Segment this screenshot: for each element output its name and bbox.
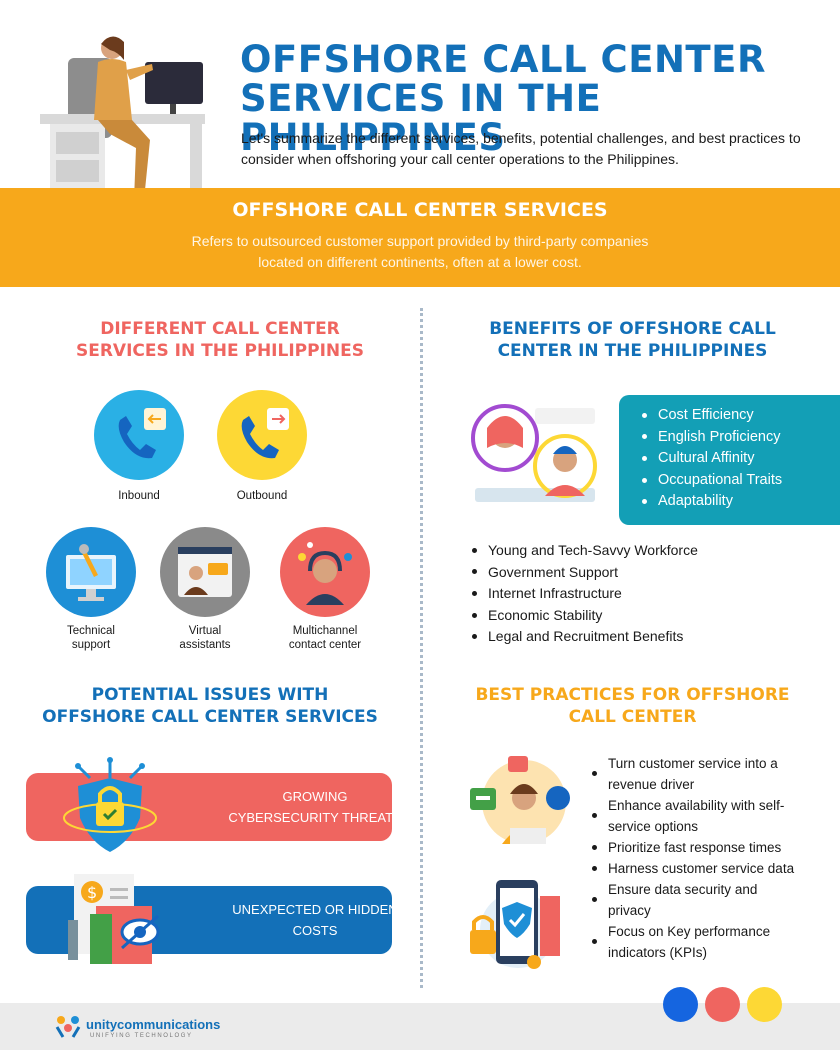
issue-1-line-2: CYBERSECURITY THREATS [228,810,402,825]
list-item-line-2: revenue driver [608,777,695,792]
list-item: Adaptability [640,491,782,513]
list-item-line-1: Turn customer service into a [608,756,778,771]
service-label-outbound: Outbound [236,490,288,502]
issues-title-line-1: POTENTIAL ISSUES WITH [91,685,329,705]
technical-label-line-2: support [71,639,111,651]
best-practices-title-line-1: BEST PRACTICES FOR OFFSHORE [475,685,790,705]
banner-title: OFFSHORE CALL CENTER SERVICES [232,199,608,221]
footer [0,1003,840,1050]
benefits-title-line-2: CENTER IN THE PHILIPPINES [497,341,768,361]
list-item: Ensure data security and privacy [590,879,830,921]
svg-text:$: $ [87,883,97,902]
brand-logo-icon [55,1016,81,1038]
list-item: Cost Efficiency [640,405,782,427]
decorative-dot-blue [663,987,698,1022]
best-practices-list: Turn customer service into a revenue driv… [590,753,830,963]
service-label-virtual-assistants: Virtual assistants [160,624,250,652]
list-item-line-1: Focus on Key performance [608,924,771,939]
list-item-line-1: Harness customer service data [608,861,795,876]
more-benefits-list: Young and Tech-Savvy Workforce Governmen… [470,540,698,648]
list-item: Turn customer service into a revenue driv… [590,753,830,795]
list-item: Cultural Affinity [640,448,782,470]
list-item-line-2: indicators (KPIs) [608,945,708,960]
phone-outgoing-icon [217,390,307,480]
list-item: Economic Stability [470,605,698,627]
issue-2-line-1: UNEXPECTED OR HIDDEN [232,902,398,917]
virtual-label-line-2: assistants [179,639,231,651]
list-item: Harness customer service data [590,858,830,879]
list-item: Focus on Key performance indicators (KPIs… [590,921,830,963]
headset-agent-icon [280,527,370,617]
virtual-label-line-1: Virtual [188,625,222,637]
list-item-line-1: Prioritize fast response times [608,840,782,855]
banner-text-line-1: Refers to outsourced customer support pr… [191,233,649,249]
support-agent-illustration [470,756,570,844]
list-item-line-2: service options [608,819,699,834]
services-title: DIFFERENT CALL CENTER SERVICES IN THE PH… [30,318,410,362]
key-benefits-box [619,395,840,525]
benefits-title-line-1: BENEFITS OF OFFSHORE CALL [489,319,776,339]
security-phone-illustration [470,880,560,969]
page-title-line-1: OFFSHORE CALL CENTER [240,38,766,81]
issues-title: POTENTIAL ISSUES WITH OFFSHORE CALL CENT… [20,684,400,728]
decorative-dot-yellow [747,987,782,1022]
services-title-line-2: SERVICES IN THE PHILIPPINES [75,341,364,361]
video-call-icon [160,527,250,617]
service-label-inbound: Inbound [118,490,160,502]
shield-lock-icon [63,757,157,852]
chat-agents-illustration [471,404,597,502]
list-item-line-2: privacy [608,903,651,918]
list-item: Government Support [470,562,698,584]
decorative-dot-red [705,987,740,1022]
list-item: Legal and Recruitment Benefits [470,626,698,648]
issue-2-line-2: COSTS [292,923,338,938]
brand-name: unitycommunications [86,1017,221,1032]
page-title: OFFSHORE CALL CENTER SERVICES IN THE PHI… [240,40,820,157]
list-item-line-1: Enhance availability with self- [608,798,785,813]
list-item: Enhance availability with self-service o… [590,795,830,837]
best-practices-title-line-2: CALL CENTER [568,707,697,727]
list-item: English Proficiency [640,427,782,449]
service-label-multichannel: Multichannel contact center [275,624,375,652]
list-item: Occupational Traits [640,470,782,492]
best-practices-title: BEST PRACTICES FOR OFFSHORE CALL CENTER [440,684,825,728]
page-subtitle: Let's summarize the different services, … [241,130,801,167]
costs-documents-icon: $ [68,874,160,964]
issue-cybersecurity-text: GROWING CYBERSECURITY THREATS [190,786,440,828]
issues-title-line-2: OFFSHORE CALL CENTER SERVICES [42,707,378,727]
key-benefits-list: Cost Efficiency English Proficiency Cult… [640,405,782,513]
list-item: Internet Infrastructure [470,583,698,605]
benefits-title: BENEFITS OF OFFSHORE CALL CENTER IN THE … [440,318,825,362]
services-title-line-1: DIFFERENT CALL CENTER [100,319,340,339]
issue-1-line-1: GROWING [282,789,348,804]
list-item-line-1: Ensure data security and [608,882,758,897]
list-item: Young and Tech-Savvy Workforce [470,540,698,562]
column-divider [420,308,423,988]
multichannel-label-line-2: contact center [288,639,362,651]
service-label-technical-support: Technical support [46,624,136,652]
list-item: Prioritize fast response times [590,837,830,858]
computer-wrench-icon [46,527,136,617]
page-title-line-2: SERVICES IN THE PHILIPPINES [240,77,602,159]
definition-banner [0,188,840,287]
technical-label-line-1: Technical [67,625,115,637]
issue-hidden-costs-text: UNEXPECTED OR HIDDEN COSTS [190,899,440,941]
brand-tagline: UNIFYING TECHNOLOGY [90,1033,193,1039]
banner-text: Refers to outsourced customer support pr… [150,231,690,273]
phone-incoming-icon [94,390,184,480]
banner-text-line-2: located on different continents, often a… [258,254,582,270]
multichannel-label-line-1: Multichannel [292,625,358,637]
